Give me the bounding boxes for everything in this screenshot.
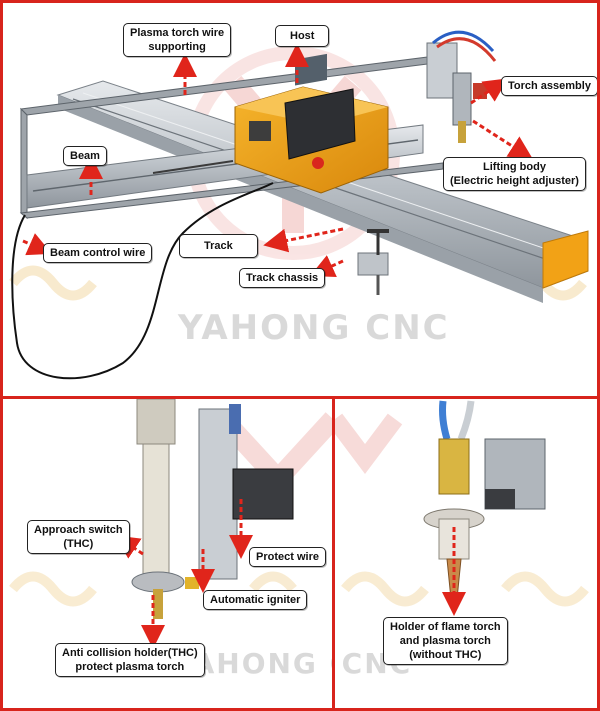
brass-fitting [438,438,470,495]
flame-torch-holder-illustration [335,400,589,616]
label-protect-wire: Protect wire [249,547,326,567]
callout-arrows [22,43,534,277]
bottom-right-panel: YAHONG CNC Holder of flame torch and pla… [332,396,600,711]
label-beam-control-wire: Beam control wire [43,243,153,263]
label-approach-switch: Approach switch (THC) [27,520,130,554]
label-plasma-torch-wire-line1: Plasma torch wire [130,27,225,39]
label-holder: Holder of flame torch and plasma torch (… [383,617,508,665]
label-approach-switch-line2: (THC) [63,538,94,550]
cutting-machine-illustration [9,30,589,380]
label-torch-assembly: Torch assembly [501,76,597,96]
torch-assembly-art [426,30,497,143]
slide-rail [198,408,238,580]
label-automatic-igniter: Automatic igniter [203,590,308,610]
thc-torch-illustration [9,399,332,649]
label-holder-line1: Holder of flame torch [390,621,501,633]
label-holder-line3: (without THC) [409,649,482,661]
igniter-box [232,468,294,520]
label-plasma-torch-wire: Plasma torch wire supporting [123,23,232,57]
label-anti-collision-line2: protect plasma torch [75,661,185,673]
top-panel: YAHONG CNC Plasma torch wire supporting … [0,0,600,399]
label-approach-switch-line1: Approach switch [34,524,123,536]
label-host: Host [275,25,330,47]
label-lifting-body: Lifting body (Electric height adjuster) [443,157,586,191]
beam-control-cable [11,182,274,380]
label-anti-collision: Anti collision holder(THC) protect plasm… [55,643,205,677]
track-chassis-art [357,229,389,295]
label-lifting-body-line2: (Electric height adjuster) [450,175,579,187]
label-lifting-body-line1: Lifting body [483,161,546,173]
label-track-chassis: Track chassis [239,268,326,288]
label-track: Track [179,234,258,258]
label-holder-line2: and plasma torch [399,635,491,647]
label-anti-collision-line1: Anti collision holder(THC) [62,647,198,659]
bottom-left-panel: YAHONG CNC Approach switch (THC) Protect… [0,396,335,711]
label-beam: Beam [63,146,107,166]
label-plasma-torch-wire-line2: supporting [148,41,206,53]
watermark-logo [335,413,589,607]
watermark-text: YAHONG CNC [178,308,450,348]
